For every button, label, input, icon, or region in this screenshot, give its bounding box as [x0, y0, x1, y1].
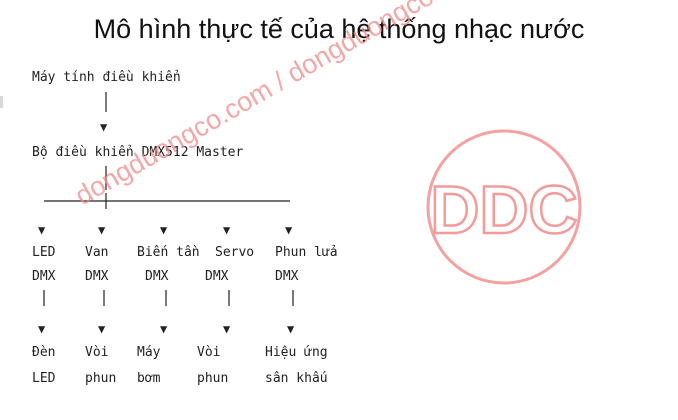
- device-5-label: Hiệu ứng: [265, 345, 328, 360]
- device-4-sublabel: phun: [197, 371, 229, 386]
- arrow-down-icon: ▼: [38, 322, 46, 336]
- device-1-sublabel: LED: [32, 371, 56, 386]
- device-5-sublabel: sân khấu: [265, 371, 328, 386]
- arrow-down-icon: ▼: [287, 322, 295, 336]
- device-2-sublabel: phun: [85, 371, 117, 386]
- arrow-down-icon: ▼: [98, 223, 106, 237]
- module-3-sublabel: DMX: [145, 269, 169, 284]
- node-root: Máy tính điều khiển: [32, 70, 181, 85]
- module-4-label: Servo: [215, 245, 255, 260]
- diagram-title: Mô hình thực tế của hệ thống nhạc nước: [93, 14, 585, 44]
- arrow-down-icon: ▼: [160, 322, 168, 336]
- arrow-down-icon: ▼: [223, 223, 231, 237]
- module-1-label: LED: [32, 245, 56, 260]
- arrow-down-icon: ▼: [38, 223, 46, 237]
- device-2-label: Vòi: [85, 345, 109, 360]
- arrow-down-icon: ▼: [100, 120, 108, 134]
- module-2-sublabel: DMX: [85, 269, 109, 284]
- arrow-down-icon: ▼: [285, 223, 293, 237]
- left-edge-mark: [0, 96, 3, 108]
- arrow-down-icon: ▼: [160, 223, 168, 237]
- module-3-label: Biến tần: [137, 245, 200, 260]
- ddc-logo: DDC: [426, 129, 582, 285]
- module-5-label: Phun lửa: [275, 245, 338, 260]
- device-1-label: Đèn: [32, 345, 56, 360]
- arrow-down-icon: ▼: [223, 322, 231, 336]
- device-3-label: Máy: [137, 345, 161, 360]
- device-3-sublabel: bơm: [137, 371, 161, 386]
- module-4-sublabel: DMX: [205, 269, 229, 284]
- ddc-logo-lettering: DDC: [430, 172, 577, 248]
- arrow-down-icon: ▼: [98, 322, 106, 336]
- device-4-label: Vòi: [197, 345, 221, 360]
- module-5-sublabel: DMX: [275, 269, 299, 284]
- node-master: Bộ điều khiển DMX512 Master: [32, 145, 244, 160]
- module-2-label: Van: [85, 245, 109, 260]
- module-1-sublabel: DMX: [32, 269, 56, 284]
